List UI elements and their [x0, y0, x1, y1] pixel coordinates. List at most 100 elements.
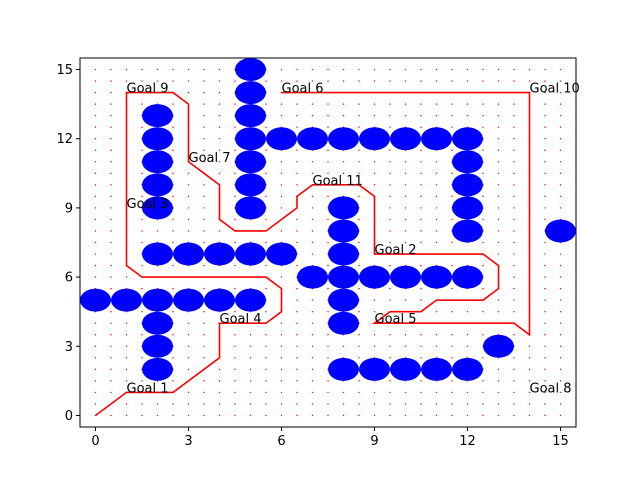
- grid-point: [420, 68, 422, 71]
- grid-point: [544, 264, 546, 267]
- grid-point: [404, 103, 407, 105]
- grid-point: [94, 253, 97, 255]
- obstacle-point: [235, 242, 266, 266]
- y-tick-label: 3: [65, 340, 73, 355]
- grid-point: [296, 403, 298, 405]
- grid-point: [544, 345, 546, 347]
- grid-point: [110, 253, 112, 255]
- grid-point: [389, 380, 391, 382]
- grid-point: [466, 414, 469, 417]
- grid-point: [203, 241, 205, 244]
- grid-point: [513, 149, 515, 151]
- grid-point: [311, 334, 314, 336]
- grid-point: [187, 91, 190, 94]
- grid-point: [513, 161, 515, 163]
- grid-point: [218, 114, 221, 117]
- grid-point: [342, 403, 345, 405]
- grid-point: [187, 68, 190, 71]
- grid-point: [435, 218, 438, 221]
- obstacle-point: [80, 288, 111, 312]
- grid-point: [513, 391, 515, 394]
- grid-point: [559, 380, 562, 382]
- grid-point: [482, 287, 484, 290]
- grid-point: [141, 80, 143, 82]
- grid-point: [404, 345, 407, 347]
- obstacle-point: [452, 265, 483, 289]
- grid-point: [404, 334, 407, 336]
- grid-point: [172, 264, 174, 267]
- grid-point: [296, 357, 298, 359]
- grid-point: [497, 391, 500, 394]
- grid-point: [404, 68, 407, 71]
- grid-point: [358, 414, 360, 417]
- grid-point: [141, 310, 143, 313]
- grid-point: [544, 403, 546, 405]
- grid-point: [559, 80, 562, 82]
- grid-point: [172, 149, 174, 151]
- grid-point: [497, 103, 500, 105]
- grid-point: [234, 172, 236, 175]
- grid-point: [203, 126, 205, 128]
- grid-point: [280, 80, 283, 82]
- grid-point: [358, 391, 360, 394]
- grid-point: [358, 126, 360, 128]
- grid-point: [172, 357, 174, 359]
- grid-point: [296, 310, 298, 313]
- grid-point: [311, 241, 314, 244]
- grid-point: [342, 161, 345, 163]
- obstacle-point: [235, 104, 266, 128]
- grid-point: [280, 276, 283, 278]
- grid-point: [110, 149, 112, 151]
- grid-point: [311, 114, 314, 117]
- grid-point: [358, 80, 360, 82]
- obstacle-point: [142, 311, 173, 335]
- grid-point: [110, 241, 112, 244]
- grid-point: [420, 299, 422, 301]
- grid-point: [110, 218, 112, 221]
- grid-point: [110, 114, 112, 117]
- grid-point: [125, 68, 128, 71]
- grid-point: [513, 310, 515, 313]
- grid-point: [482, 195, 484, 198]
- grid-point: [559, 368, 562, 371]
- grid-point: [156, 230, 159, 232]
- grid-point: [234, 149, 236, 151]
- grid-point: [172, 287, 174, 290]
- grid-point: [435, 207, 438, 209]
- grid-point: [265, 403, 267, 405]
- grid-point: [327, 380, 329, 382]
- grid-point: [327, 68, 329, 71]
- grid-point: [466, 334, 469, 336]
- grid-point: [528, 80, 531, 82]
- grid-point: [203, 91, 205, 94]
- obstacle-point: [421, 357, 452, 381]
- grid-point: [125, 276, 128, 278]
- grid-point: [187, 345, 190, 347]
- goal-label: Goal 3: [127, 197, 169, 212]
- grid-point: [327, 391, 329, 394]
- grid-point: [172, 230, 174, 232]
- grid-point: [172, 241, 174, 244]
- grid-point: [358, 161, 360, 163]
- obstacle-point: [173, 288, 204, 312]
- grid-point: [156, 414, 159, 417]
- grid-point: [420, 414, 422, 417]
- grid-point: [342, 103, 345, 105]
- goal-label: Goal 9: [127, 82, 169, 97]
- grid-point: [513, 276, 515, 278]
- grid-point: [497, 241, 500, 244]
- grid-point: [94, 357, 97, 359]
- grid-point: [497, 207, 500, 209]
- grid-point: [110, 126, 112, 128]
- grid-point: [234, 264, 236, 267]
- grid-point: [94, 91, 97, 94]
- grid-point: [234, 126, 236, 128]
- grid-point: [451, 218, 453, 221]
- obstacle-point: [235, 127, 266, 151]
- goal-label: Goal 4: [220, 312, 262, 327]
- grid-point: [141, 230, 143, 232]
- grid-point: [497, 68, 500, 71]
- grid-point: [358, 264, 360, 267]
- grid-point: [265, 368, 267, 371]
- grid-point: [513, 184, 515, 186]
